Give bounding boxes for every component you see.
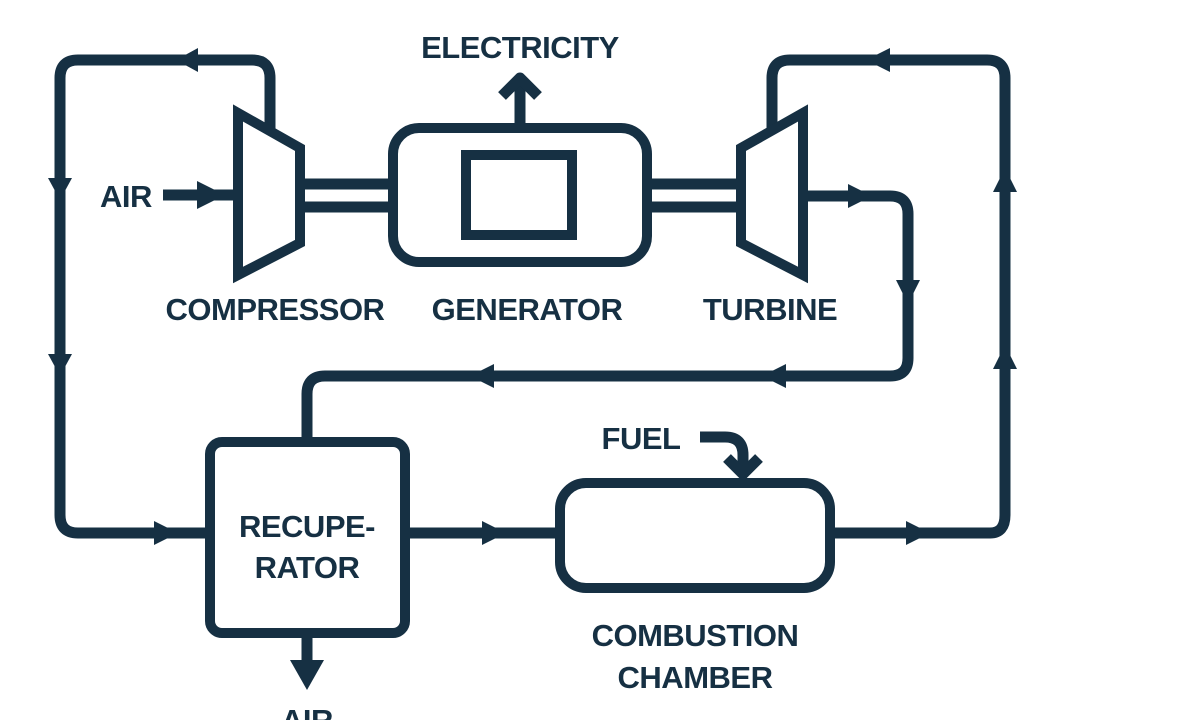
flow-arrow-return-right [762,364,786,388]
recuperator-label-line2: RATOR [255,550,360,585]
electricity-label: ELECTRICITY [421,30,620,65]
flow-arrow-from-combustor [906,521,930,545]
flow-arrow-to-combustor [482,521,506,545]
combustion-chamber-label-line2: CHAMBER [618,660,773,695]
turbine-exhaust-arrow [848,184,872,208]
turbine-label: TURBINE [703,292,837,327]
flow-arrow-left-upper [48,178,72,200]
flow-arrow-left-lower [48,354,72,376]
flow-arrow-right-up-upper [993,168,1017,192]
compressor-shape [233,104,305,284]
fuel-inlet-line [700,431,749,470]
generator-rotor [461,150,577,240]
electricity-arrowhead [498,72,542,100]
flow-arrow-right-up-lower [993,345,1017,369]
turbine-exhaust-line [301,190,914,442]
flow-arrow-top-left [176,48,198,72]
combustor-to-turbine-line [766,54,1011,539]
air-inlet-label: AIR [100,179,152,214]
flow-arrow-return-left [470,364,494,388]
turbine-shape [736,104,808,284]
fuel-label: FUEL [602,421,681,456]
flow-arrow-top-right [866,48,890,72]
compressor-label: COMPRESSOR [166,292,385,327]
flow-arrow-into-recuperator [154,521,178,545]
air-out-label: AIR [281,703,333,720]
recuperator-box [205,437,410,638]
recuperator-label-line1: RECUPE- [239,509,375,544]
combustion-chamber-label-line1: COMBUSTION [592,618,799,653]
compressor-outlet-loop-line [54,54,276,539]
air-inlet-arrow [197,181,225,209]
flow-arrow-right-down [896,280,920,304]
fuel-arrowhead [723,454,763,480]
air-out-arrow [290,660,324,690]
combustion-chamber-box [555,478,835,593]
generator-label: GENERATOR [432,292,623,327]
